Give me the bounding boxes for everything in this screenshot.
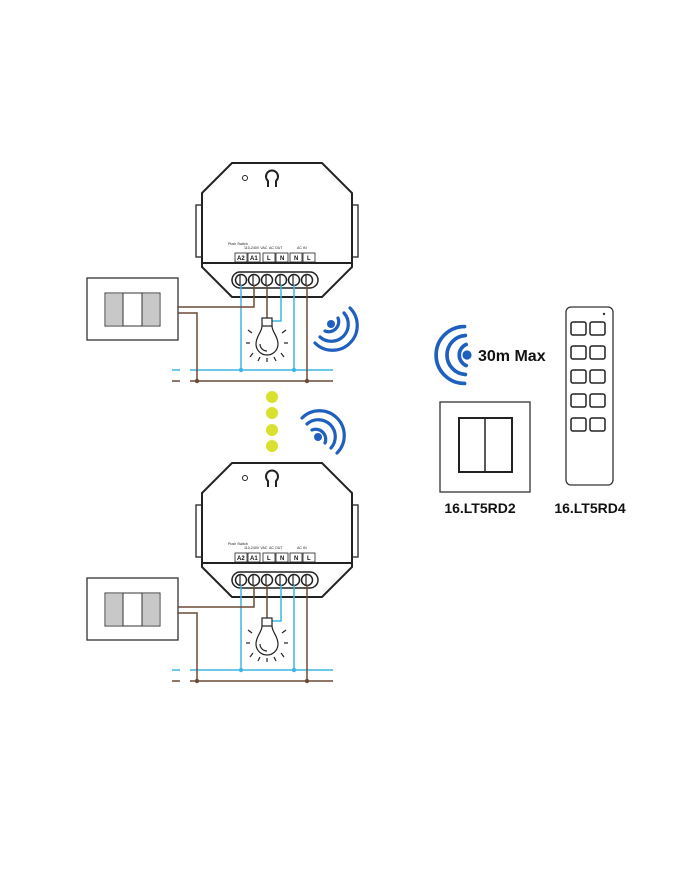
terminal-l-in: L bbox=[307, 556, 311, 562]
terminal-n-out: N bbox=[280, 256, 284, 262]
push-switch-label: Push Switch bbox=[228, 242, 248, 246]
terminal-n-in: N bbox=[294, 256, 298, 262]
ac-out-label: AC OUT bbox=[269, 546, 283, 550]
ac-in-label: AC IN bbox=[297, 546, 307, 550]
ac-in-label: AC IN bbox=[297, 246, 307, 250]
relay-dot bbox=[266, 440, 278, 452]
terminal-l-out: L bbox=[267, 556, 271, 562]
ac-out-label: AC OUT bbox=[269, 246, 283, 250]
voltage-label: 110-240V VAC bbox=[244, 546, 268, 550]
range-label: 30m Max bbox=[478, 348, 546, 365]
module-2: Push Switch 110-240V VAC AC OUT AC IN A2… bbox=[86, 462, 359, 685]
relay-dot bbox=[266, 424, 278, 436]
terminal-a2: A2 bbox=[237, 256, 245, 262]
terminal-a1: A1 bbox=[250, 556, 258, 562]
terminal-a2: A2 bbox=[237, 556, 245, 562]
relay-dots bbox=[266, 391, 278, 452]
terminal-l-out: L bbox=[267, 256, 271, 262]
model-label-remote: 16.LT5RD4 bbox=[554, 500, 626, 516]
terminal-labels-2: Push Switch 110-240V VAC AC OUT AC IN A2… bbox=[228, 542, 311, 562]
terminal-l-in: L bbox=[307, 256, 311, 262]
wall-switch-product: 16.LT5RD2 bbox=[439, 401, 531, 516]
wifi-signal-icon bbox=[300, 409, 346, 455]
terminal-n-out: N bbox=[280, 556, 284, 562]
push-switch-label: Push Switch bbox=[228, 542, 248, 546]
module-1: Push Switch 110-240V VAC AC OUT AC IN A2… bbox=[86, 162, 359, 385]
terminal-n-in: N bbox=[294, 556, 298, 562]
wifi-signal-icon bbox=[313, 306, 359, 352]
relay-dot bbox=[266, 391, 278, 403]
model-label-switch: 16.LT5RD2 bbox=[444, 500, 516, 516]
voltage-label: 110-240V VAC bbox=[244, 246, 268, 250]
terminal-labels-1: Push Switch 110-240V VAC AC OUT AC IN A2… bbox=[228, 242, 311, 262]
remote-control-product: 16.LT5RD4 bbox=[554, 306, 626, 516]
relay-dot bbox=[266, 407, 278, 419]
terminal-a1: A1 bbox=[250, 256, 258, 262]
